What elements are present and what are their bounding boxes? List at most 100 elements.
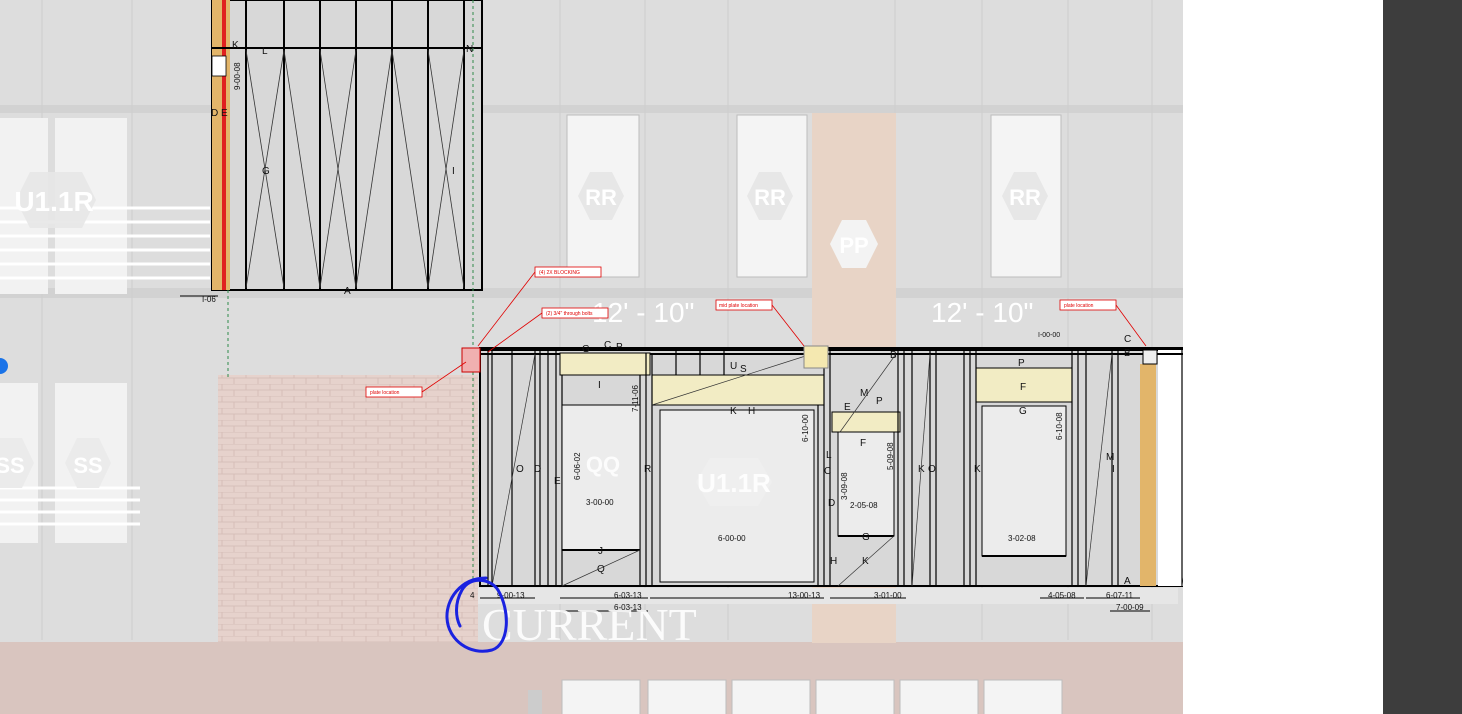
right-panel (1183, 0, 1383, 714)
svg-text:4: 4 (470, 591, 475, 600)
svg-text:I: I (1112, 464, 1115, 475)
svg-text:U1.1R: U1.1R (697, 468, 771, 498)
svg-text:6-03-13: 6-03-13 (614, 591, 642, 600)
svg-text:3-02-08: 3-02-08 (1008, 534, 1036, 543)
svg-text:G: G (262, 166, 270, 177)
svg-text:plate location: plate location (370, 390, 400, 396)
building-signage: CURRENT (482, 599, 697, 650)
tag-qq: QQ (580, 438, 626, 488)
svg-text:7-11-06: 7-11-06 (631, 384, 640, 412)
tag-pp: PP (830, 220, 878, 268)
svg-text:6-07-11: 6-07-11 (1106, 591, 1134, 600)
svg-text:3-00-00: 3-00-00 (586, 498, 614, 507)
svg-text:G: G (862, 532, 870, 543)
svg-text:3-01-00: 3-01-00 (874, 591, 902, 600)
svg-text:RR: RR (754, 185, 786, 210)
svg-text:RR: RR (585, 185, 617, 210)
bottom-dimensions: 4 9-00-13 6-03-13 6-03-13 13-00-13 3-01-… (470, 588, 1178, 612)
tag-rr-1: RR (578, 172, 624, 220)
svg-text:C: C (824, 466, 831, 477)
svg-text:L: L (826, 450, 832, 461)
tag-u11r-left: U1.1R (14, 172, 96, 228)
svg-text:M: M (1106, 452, 1114, 463)
svg-text:C: C (1124, 334, 1131, 345)
svg-text:QQ: QQ (586, 452, 620, 477)
svg-text:3-09-08: 3-09-08 (840, 472, 849, 500)
lamp (528, 690, 542, 714)
svg-text:SS: SS (0, 453, 25, 478)
svg-text:I: I (452, 166, 455, 177)
svg-text:L: L (262, 46, 268, 57)
svg-text:B: B (1124, 348, 1131, 359)
svg-text:A: A (1124, 576, 1131, 587)
drawing-viewport[interactable]: U1.1R RR RR RR PP SS SS (0, 0, 1183, 714)
svg-text:Q: Q (597, 564, 605, 575)
svg-text:13-00-13: 13-00-13 (788, 591, 821, 600)
svg-text:SS: SS (73, 453, 102, 478)
overall-dim-right: 12' - 10" (931, 297, 1033, 328)
railing (0, 486, 140, 526)
svg-text:G: G (1019, 406, 1027, 417)
callout-plate-location-right[interactable]: plate location (1059, 299, 1147, 347)
callout-mid-plate-location[interactable]: mid plate location (715, 299, 805, 347)
svg-text:I: I (478, 464, 481, 475)
svg-text:H: H (748, 406, 755, 417)
svg-text:S: S (740, 364, 747, 375)
svg-text:5-09-08: 5-09-08 (886, 442, 895, 470)
svg-text:(2) 3/4" through bolts: (2) 3/4" through bolts (546, 311, 593, 317)
svg-text:R: R (644, 464, 651, 475)
svg-text:PP: PP (839, 233, 868, 258)
svg-text:RR: RR (1009, 185, 1041, 210)
svg-text:K: K (974, 464, 981, 475)
svg-text:N: N (466, 44, 473, 55)
svg-text:O: O (928, 464, 936, 475)
svg-text:mid plate location: mid plate location (719, 303, 758, 309)
svg-text:D: D (211, 108, 218, 119)
marker-icon[interactable] (0, 358, 8, 374)
callout-blocking[interactable]: (4) 2X BLOCKING (477, 266, 602, 347)
svg-text:9-00-13: 9-00-13 (497, 591, 525, 600)
svg-text:K: K (862, 556, 869, 567)
side-scroll-panel[interactable] (1383, 0, 1462, 714)
svg-text:P: P (876, 396, 883, 407)
tag-ss-1: SS (0, 438, 34, 488)
svg-text:H: H (830, 556, 837, 567)
storefront-windows (561, 679, 1063, 714)
callout-through-bolts[interactable]: (2) 3/4" through bolts (487, 307, 609, 353)
tag-u11r-center: U1.1R (696, 458, 772, 506)
svg-text:F: F (1020, 382, 1026, 393)
svg-text:6-10-08: 6-10-08 (1055, 412, 1064, 440)
svg-text:P: P (1018, 358, 1025, 369)
svg-text:plate location: plate location (1064, 303, 1094, 309)
svg-text:E: E (554, 476, 561, 487)
svg-text:6-10-00: 6-10-00 (801, 414, 810, 442)
svg-text:6-00-00: 6-00-00 (718, 534, 746, 543)
svg-text:E: E (844, 402, 851, 413)
svg-text:7-00-09: 7-00-09 (1116, 603, 1144, 612)
svg-text:I: I (598, 380, 601, 391)
brick-wall (218, 375, 478, 645)
svg-text:G: G (582, 344, 590, 355)
svg-text:C: C (604, 340, 611, 351)
svg-text:9-00-08: 9-00-08 (233, 62, 242, 90)
svg-text:J: J (598, 546, 603, 557)
svg-text:B: B (890, 350, 897, 361)
tag-rr-3: RR (1002, 172, 1048, 220)
svg-text:I-06: I-06 (202, 295, 216, 304)
markup-circle[interactable] (445, 576, 508, 653)
svg-text:F: F (860, 438, 866, 449)
overall-dim-left: 12' - 10" (592, 297, 694, 328)
svg-text:6-03-13: 6-03-13 (614, 603, 642, 612)
svg-text:(4) 2X BLOCKING: (4) 2X BLOCKING (539, 270, 580, 276)
elevation-drawing: U1.1R RR RR RR PP SS SS (0, 0, 1183, 714)
tag-rr-2: RR (747, 172, 793, 220)
svg-text:6-06-02: 6-06-02 (573, 452, 582, 480)
tag-ss-2: SS (65, 438, 111, 488)
floor-band (0, 288, 1183, 298)
svg-text:U1.1R: U1.1R (14, 186, 93, 217)
svg-text:K: K (232, 40, 239, 51)
svg-text:O: O (516, 464, 524, 475)
svg-text:U: U (730, 361, 737, 372)
callout-plate-location-left[interactable]: plate location (365, 361, 467, 398)
svg-text:2-05-08: 2-05-08 (850, 501, 878, 510)
